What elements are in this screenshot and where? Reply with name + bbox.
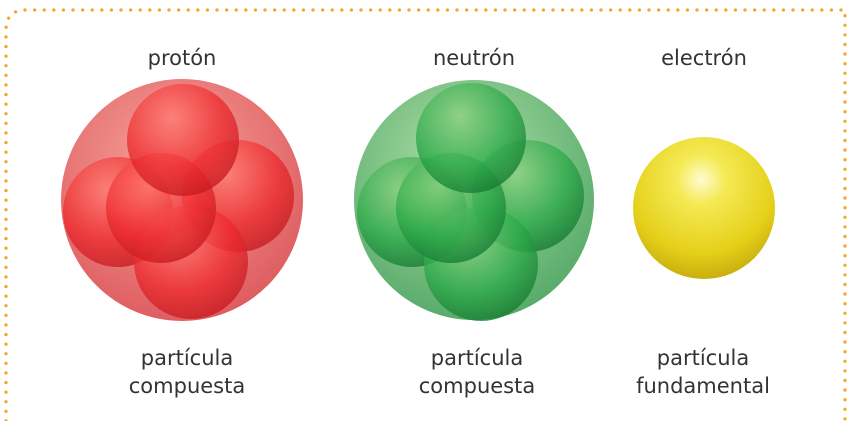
proton-type: partícula compuesta xyxy=(102,344,272,400)
neutron-sphere xyxy=(354,80,594,321)
neutron-type-line1: partícula xyxy=(430,346,524,370)
electron-name: electrón xyxy=(661,46,747,70)
electron-sphere xyxy=(633,137,775,279)
proton-type-line1: partícula xyxy=(140,346,234,370)
proton-sphere xyxy=(61,79,303,321)
electron-type-line2: fundamental xyxy=(636,374,770,398)
neutron-type-line2: compuesta xyxy=(418,374,536,398)
quark-ball xyxy=(416,83,526,193)
proton-name: protón xyxy=(147,46,217,70)
neutron-name: neutrón xyxy=(432,46,516,70)
electron-type: partícula fundamental xyxy=(618,344,788,400)
proton-type-line2: compuesta xyxy=(128,374,246,398)
quark-ball xyxy=(127,84,239,196)
electron-type-line1: partícula xyxy=(656,346,750,370)
neutron-type: partícula compuesta xyxy=(392,344,562,400)
